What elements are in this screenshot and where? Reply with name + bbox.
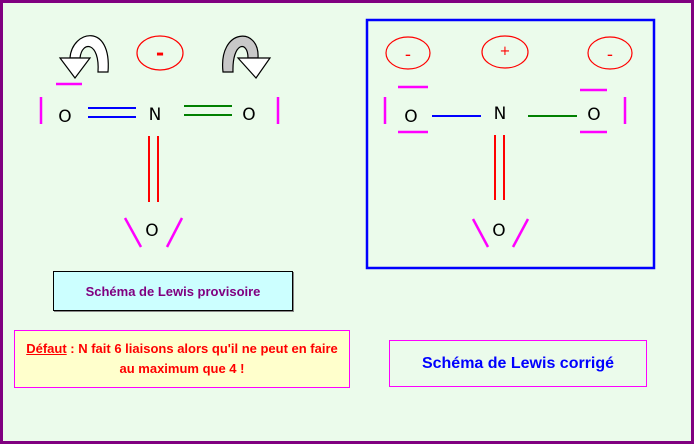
lewis-diagram: - O N O O — [39, 18, 656, 270]
charge-minus-right: - — [607, 45, 613, 65]
curved-arrow-right — [222, 35, 272, 79]
corrected-frame — [365, 18, 656, 270]
caption-provisoire-text: Schéma de Lewis provisoire — [85, 283, 261, 299]
atom-o-right: O — [242, 105, 255, 125]
charge-plus: + — [500, 44, 511, 59]
atom-o-left: O — [58, 107, 71, 127]
defaut-text: : N fait 6 liaisons alors qu'il ne peut … — [66, 341, 338, 376]
atom-o-right: O — [587, 105, 600, 125]
caption-corrige: Schéma de Lewis corrigé — [389, 340, 647, 387]
caption-corrige-text: Schéma de Lewis corrigé — [421, 354, 615, 372]
atom-o-left: O — [404, 107, 417, 127]
corrected-structure: - + - O N O O — [365, 18, 656, 270]
charge-ellipse — [136, 35, 184, 71]
caption-provisoire: Schéma de Lewis provisoire — [53, 271, 293, 311]
atom-o-bottom: O — [492, 221, 505, 241]
atom-n: N — [494, 104, 507, 124]
charge-minus-left: - — [405, 45, 411, 65]
charge-minus: - — [156, 41, 164, 65]
defaut-word: Défaut — [26, 341, 67, 356]
charge-ellipse — [385, 36, 431, 70]
atom-n: N — [149, 105, 162, 125]
atom-o-bottom: O — [145, 221, 158, 241]
charge-ellipse — [481, 35, 529, 69]
lone-pair — [471, 218, 490, 248]
lone-pair — [511, 218, 530, 248]
provisional-structure: - O N O O — [39, 35, 280, 248]
caption-defaut: Défaut : N fait 6 liaisons alors qu'il n… — [14, 330, 350, 388]
lone-pair — [165, 217, 184, 248]
charge-ellipse — [587, 36, 633, 70]
curved-arrow-left — [58, 35, 109, 79]
lone-pair — [123, 217, 143, 248]
